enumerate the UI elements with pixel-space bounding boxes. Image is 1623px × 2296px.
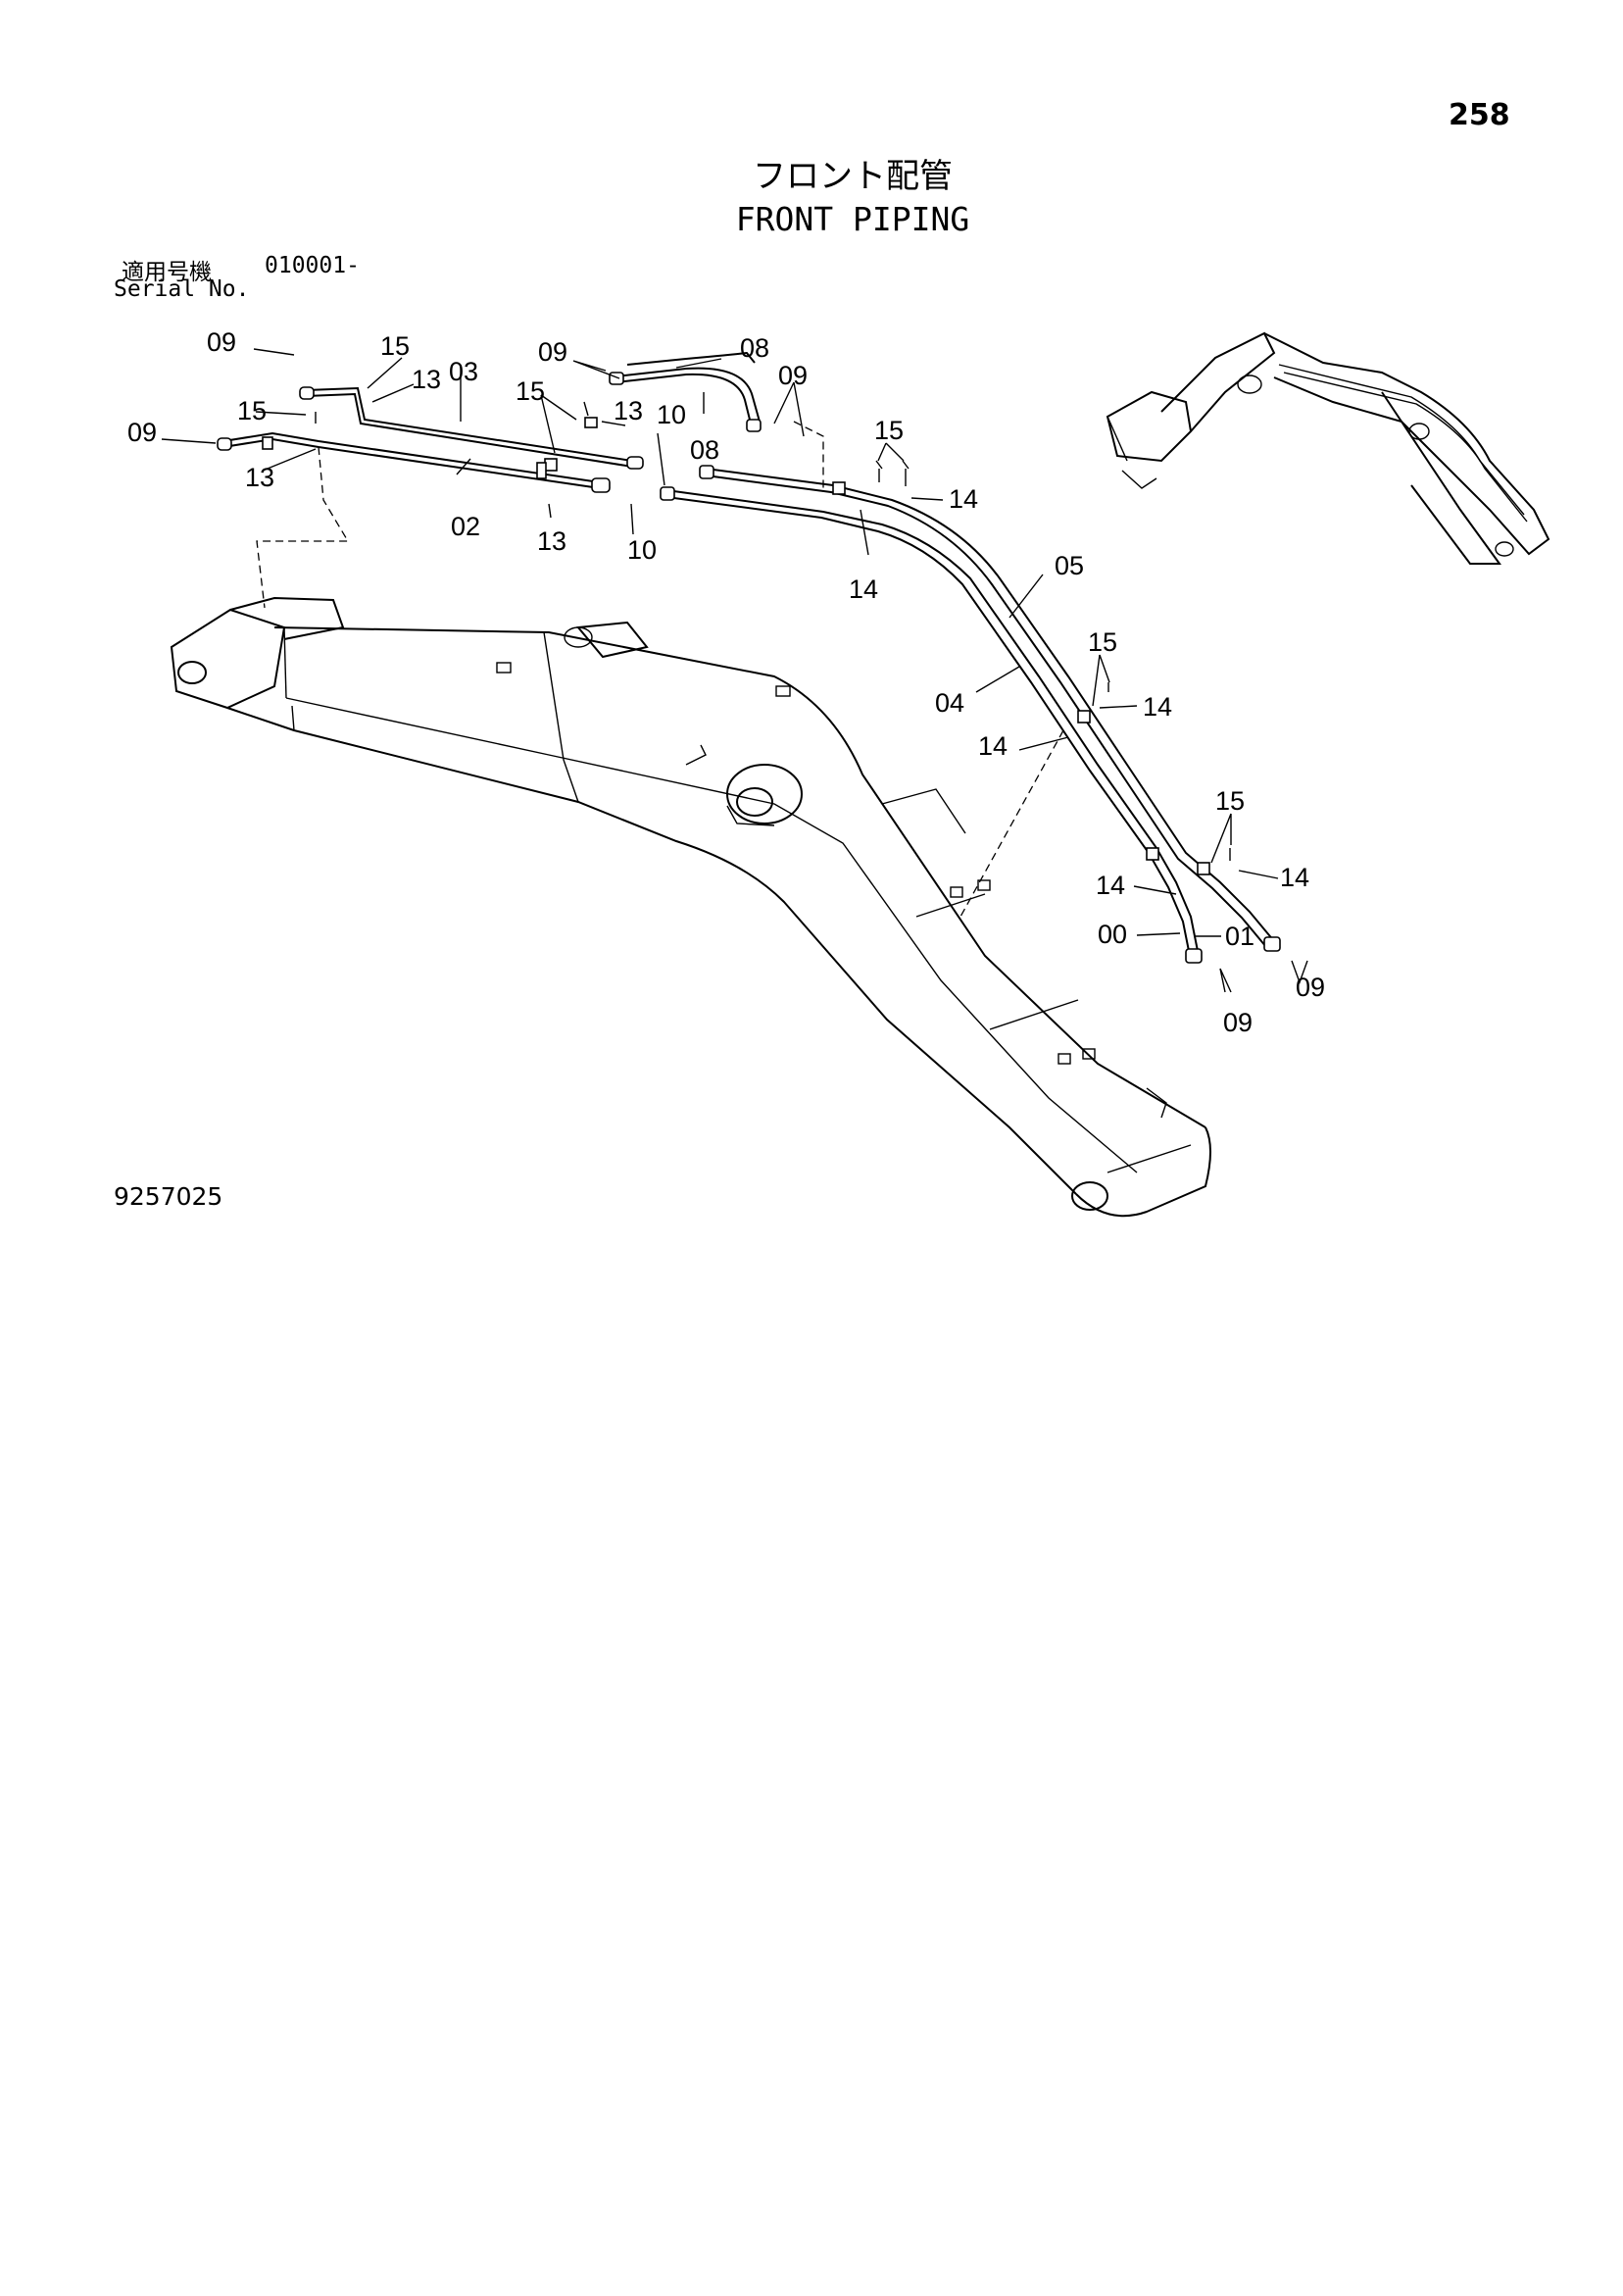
callout-09: 09 bbox=[1296, 973, 1325, 1002]
callout-03: 03 bbox=[449, 357, 478, 386]
callout-13: 13 bbox=[537, 526, 566, 556]
clamps-and-bolts bbox=[262, 401, 1231, 875]
callout-13: 13 bbox=[412, 365, 441, 394]
callout-15: 15 bbox=[516, 376, 545, 406]
callout-09: 09 bbox=[207, 327, 236, 357]
callout-10: 10 bbox=[657, 400, 686, 429]
callout-00: 00 bbox=[1098, 920, 1127, 949]
callout-14: 14 bbox=[1143, 692, 1172, 722]
callout-09: 09 bbox=[538, 337, 567, 367]
title-japanese: フロント配管 bbox=[753, 157, 953, 196]
callout-15: 15 bbox=[874, 416, 904, 445]
page-number: 258 bbox=[1449, 98, 1510, 132]
leader-lines bbox=[161, 348, 1308, 993]
callout-04: 04 bbox=[935, 688, 964, 718]
serial-value: 010001- bbox=[265, 253, 360, 278]
callout-labels: 15 13 03 09 15 09 13 02 15 13 13 10 10 0… bbox=[127, 327, 1325, 1037]
callout-15: 15 bbox=[1215, 786, 1245, 816]
callout-15: 15 bbox=[237, 396, 267, 425]
callout-10: 10 bbox=[627, 535, 657, 565]
boom-body bbox=[170, 596, 1211, 1218]
callout-14: 14 bbox=[949, 484, 978, 514]
callout-09: 09 bbox=[1223, 1008, 1253, 1037]
callout-14: 14 bbox=[1280, 863, 1309, 892]
callout-14: 14 bbox=[1096, 871, 1125, 900]
callout-08: 08 bbox=[740, 333, 769, 363]
callout-15: 15 bbox=[380, 331, 410, 361]
callout-08: 08 bbox=[690, 435, 719, 465]
callout-13: 13 bbox=[614, 396, 643, 425]
callout-13: 13 bbox=[245, 463, 274, 492]
hose-08 bbox=[609, 351, 762, 432]
title-english: FRONT PIPING bbox=[735, 200, 970, 238]
pipe-04-05 bbox=[660, 465, 1281, 964]
callout-09: 09 bbox=[778, 361, 808, 390]
callout-14: 14 bbox=[978, 731, 1008, 761]
callout-09: 09 bbox=[127, 418, 157, 447]
serial-label-japanese: 適用号機 bbox=[122, 260, 212, 285]
serial-label-english: Serial No. bbox=[114, 276, 250, 302]
front-attachment-thumbnail bbox=[1106, 331, 1550, 565]
front-piping-diagram: 15 13 03 09 15 09 13 02 15 13 13 10 10 0… bbox=[127, 327, 1550, 1218]
callout-01: 01 bbox=[1225, 922, 1254, 951]
callout-05: 05 bbox=[1055, 551, 1084, 580]
callout-02: 02 bbox=[451, 512, 480, 541]
callout-15: 15 bbox=[1088, 627, 1117, 657]
pipe-02 bbox=[217, 431, 611, 493]
assembly-guide-lines bbox=[256, 421, 1064, 918]
callout-14: 14 bbox=[849, 574, 878, 604]
pipe-03 bbox=[299, 386, 644, 470]
drawing-number: 9257025 bbox=[114, 1182, 223, 1211]
